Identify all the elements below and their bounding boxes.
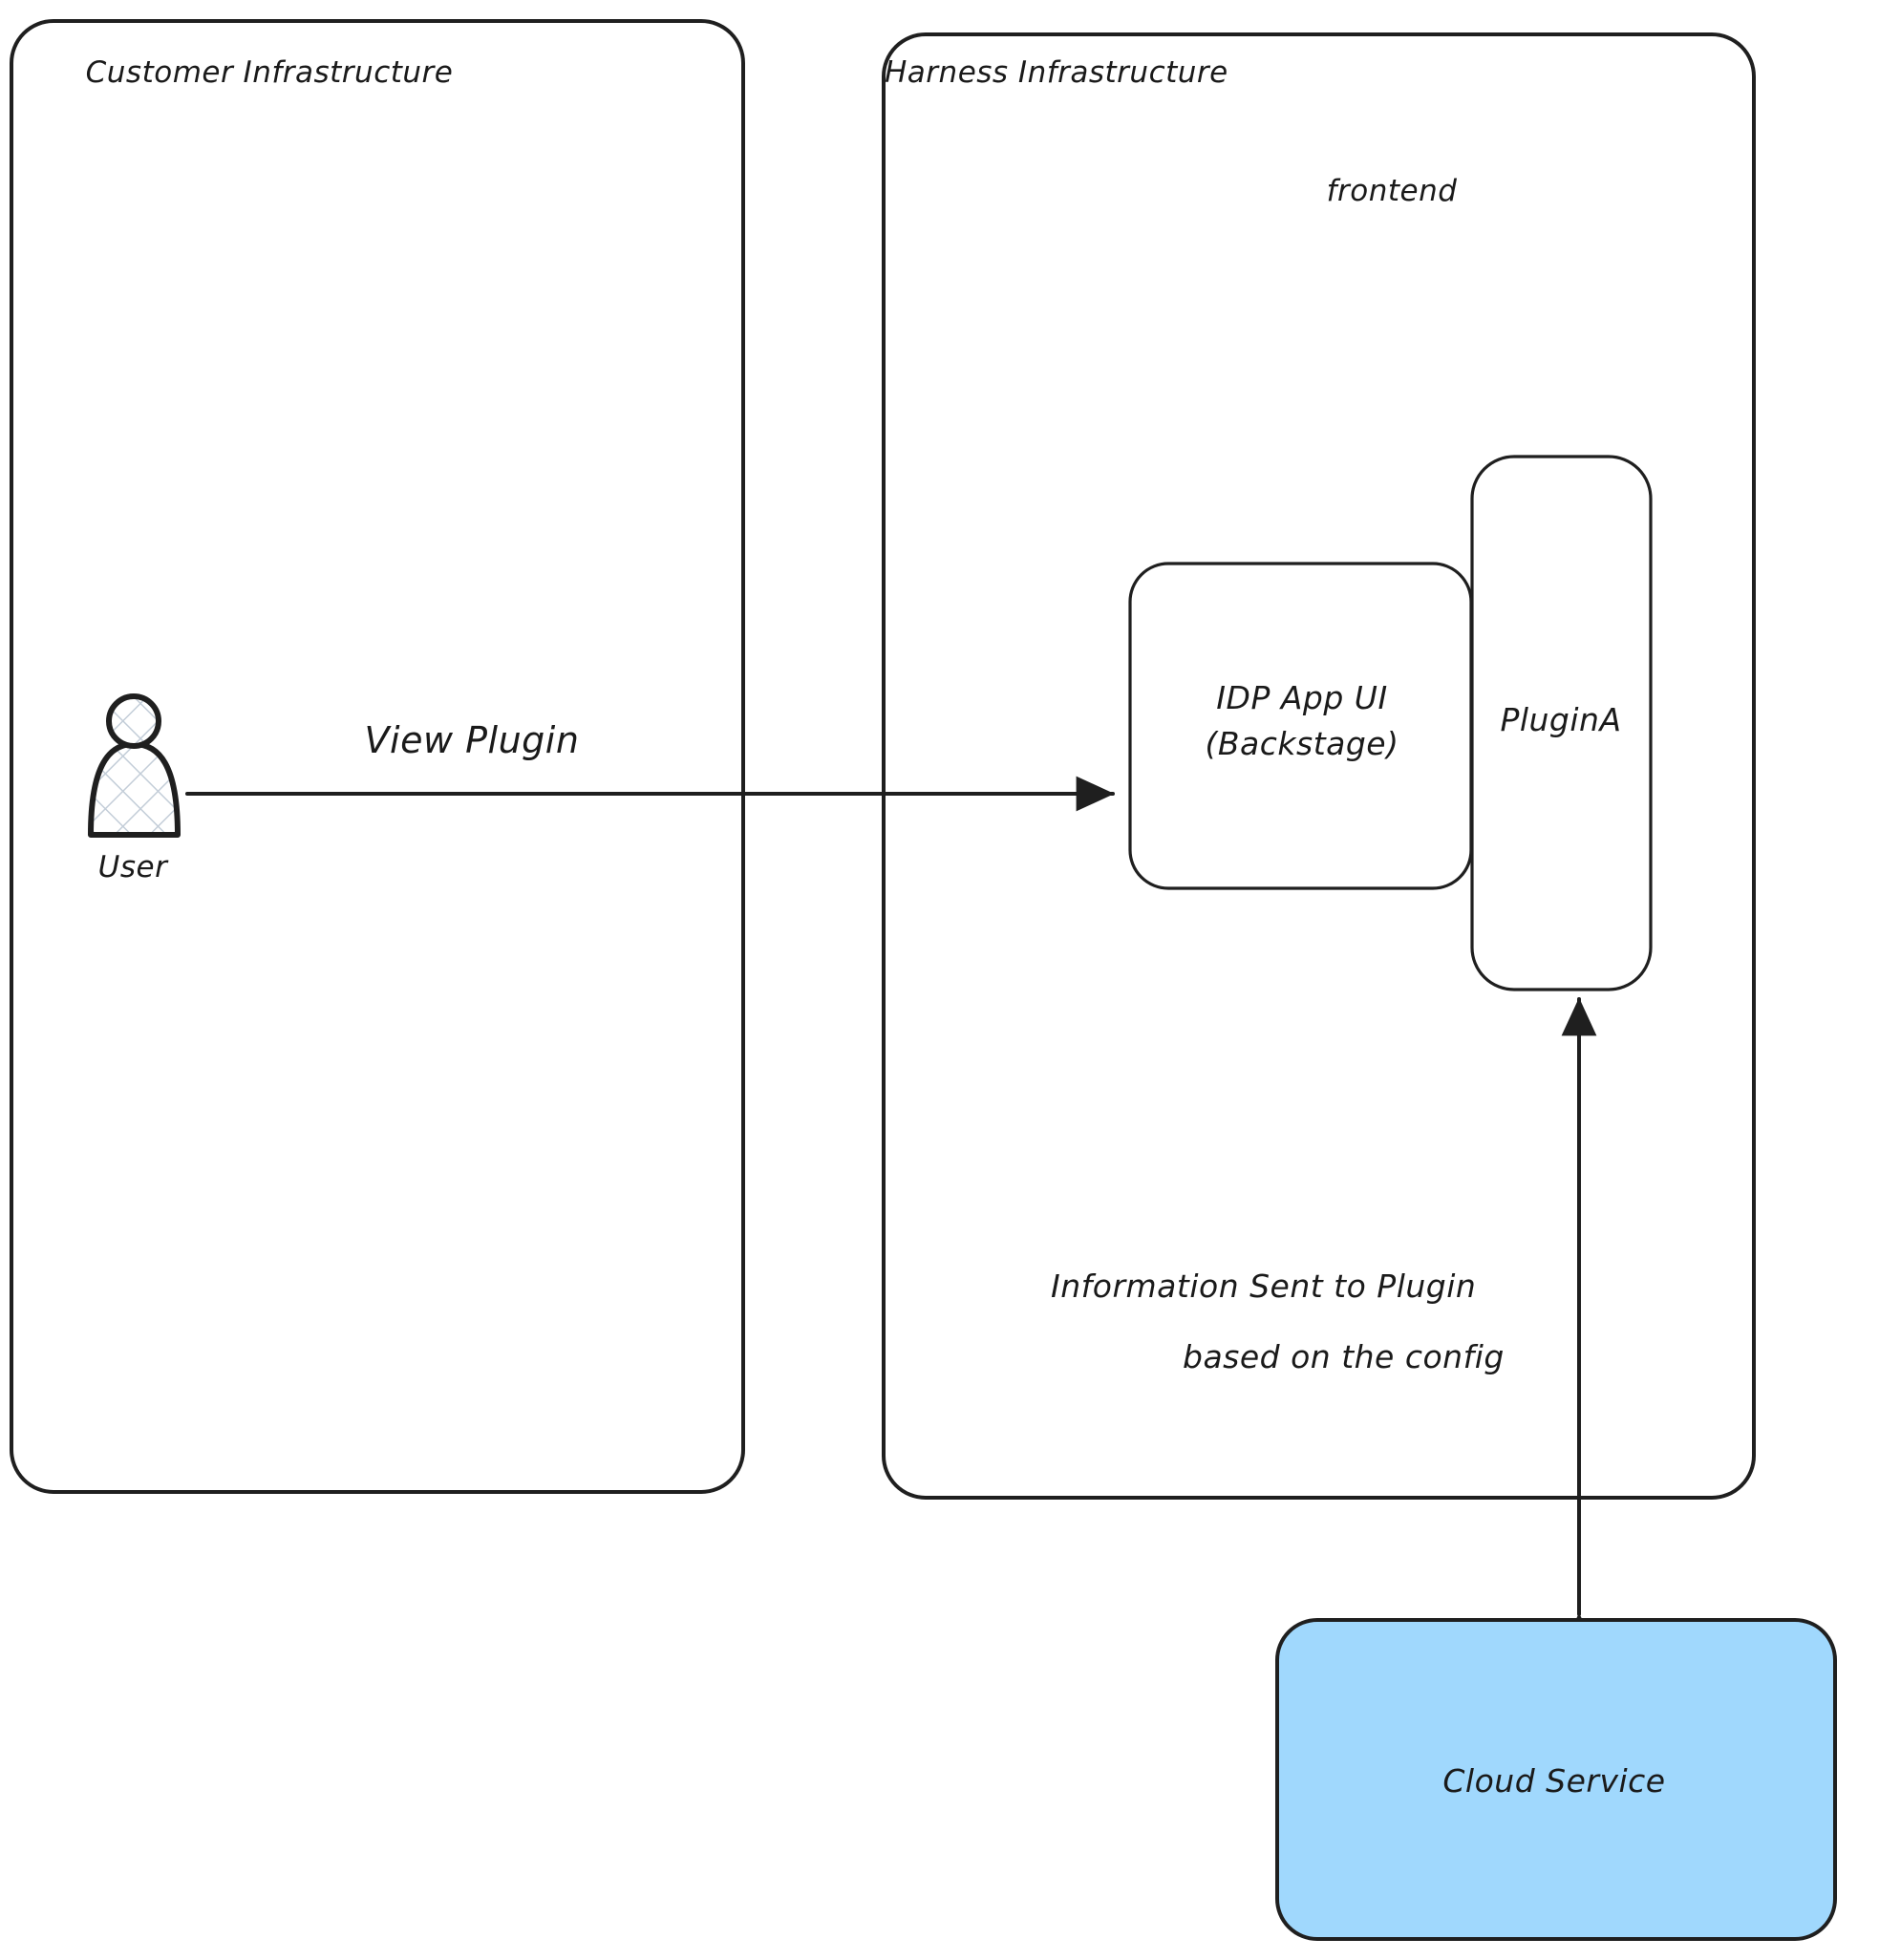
customer-infrastructure-boundary (10, 19, 745, 1494)
harness-infrastructure-label: Harness Infrastructure (885, 55, 1228, 90)
customer-infrastructure-label: Customer Infrastructure (86, 55, 454, 90)
plugin-cloud-label-line1: Information Sent to Plugin (1051, 1268, 1476, 1305)
user-actor-icon-head (106, 693, 161, 749)
plugin-a-label: PluginA (1500, 701, 1621, 738)
node-plugin-a[interactable]: PluginA (1470, 455, 1653, 991)
user-actor-label: User (98, 850, 169, 884)
node-cloud-service[interactable]: Cloud Service (1275, 1618, 1837, 1941)
idp-app-ui-label-line2: (Backstage) (1206, 725, 1399, 762)
edge-user-to-idp[interactable]: View Plugin (185, 719, 1115, 812)
plugin-cloud-label-line2: based on the config (1183, 1338, 1505, 1375)
container-customer-infrastructure[interactable]: Customer Infrastructure (10, 19, 745, 1494)
plugin-a-box (1470, 455, 1653, 991)
actor-user[interactable]: User (88, 693, 181, 884)
node-idp-app-ui[interactable]: IDP App UI (Backstage) (1128, 562, 1473, 890)
user-actor-icon-dome (88, 741, 181, 838)
cloud-service-label: Cloud Service (1442, 1762, 1665, 1800)
view-plugin-edge-label: View Plugin (365, 719, 580, 761)
cloud-service-box (1275, 1618, 1837, 1941)
idp-app-ui-label-line1: IDP App UI (1216, 679, 1387, 716)
edge-plugin-to-cloud[interactable]: Information Sent to Plugin based on the … (1051, 997, 1597, 1651)
frontend-zone-label: frontend (1327, 174, 1458, 208)
